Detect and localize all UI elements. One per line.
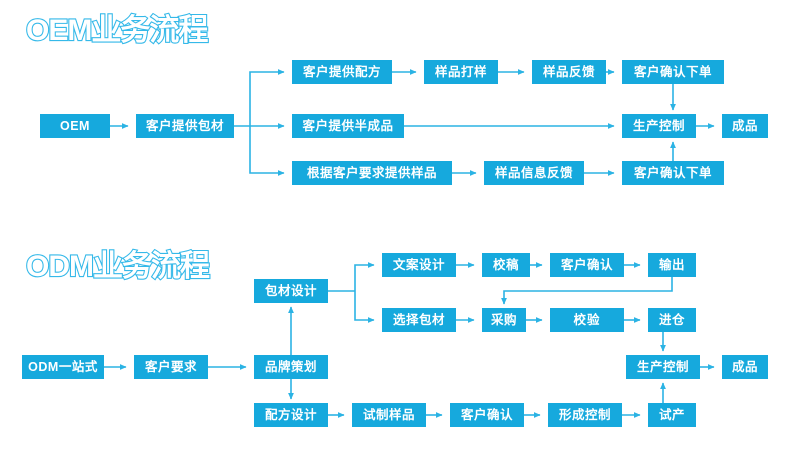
node-odm-proofread[interactable]: 校稿 [482, 253, 530, 277]
node-oem-finished-product[interactable]: 成品 [722, 114, 768, 138]
node-odm-formula-design[interactable]: 配方设计 [254, 403, 328, 427]
node-odm-start[interactable]: ODM一站式 [22, 355, 104, 379]
node-oem-sampling[interactable]: 样品打样 [424, 60, 498, 84]
node-odm-warehouse[interactable]: 进仓 [648, 308, 696, 332]
node-odm-customer-confirm-top[interactable]: 客户确认 [550, 253, 624, 277]
node-odm-form-control[interactable]: 形成控制 [548, 403, 622, 427]
node-odm-requirement[interactable]: 客户要求 [134, 355, 208, 379]
node-oem-sample-info-feedback[interactable]: 样品信息反馈 [484, 161, 584, 185]
node-odm-finished-product[interactable]: 成品 [722, 355, 768, 379]
node-odm-trial-sample[interactable]: 试制样品 [352, 403, 426, 427]
node-oem-order-confirm-bottom[interactable]: 客户确认下单 [622, 161, 724, 185]
node-oem-custom-sample[interactable]: 根据客户要求提供样品 [292, 161, 452, 185]
node-odm-verify[interactable]: 校验 [550, 308, 624, 332]
node-odm-pilot-run[interactable]: 试产 [648, 403, 696, 427]
node-oem-production-control[interactable]: 生产控制 [622, 114, 696, 138]
node-oem-order-confirm-top[interactable]: 客户确认下单 [622, 60, 724, 84]
section-title-oem: OEM业务流程 [25, 14, 210, 47]
node-odm-purchase[interactable]: 采购 [482, 308, 526, 332]
node-oem-sample-feedback[interactable]: 样品反馈 [532, 60, 606, 84]
node-odm-select-package[interactable]: 选择包材 [382, 308, 456, 332]
node-oem-start[interactable]: OEM [40, 114, 110, 138]
node-oem-formula[interactable]: 客户提供配方 [292, 60, 392, 84]
section-title-odm: ODM业务流程 [25, 250, 211, 283]
node-odm-output[interactable]: 输出 [648, 253, 696, 277]
node-odm-package-design[interactable]: 包材设计 [254, 279, 328, 303]
node-odm-brand-plan[interactable]: 品牌策划 [254, 355, 328, 379]
node-odm-production-control[interactable]: 生产控制 [626, 355, 700, 379]
node-oem-pack[interactable]: 客户提供包材 [136, 114, 234, 138]
node-odm-customer-confirm-bottom[interactable]: 客户确认 [450, 403, 524, 427]
node-oem-semifinished[interactable]: 客户提供半成品 [292, 114, 404, 138]
node-odm-copy-design[interactable]: 文案设计 [382, 253, 456, 277]
